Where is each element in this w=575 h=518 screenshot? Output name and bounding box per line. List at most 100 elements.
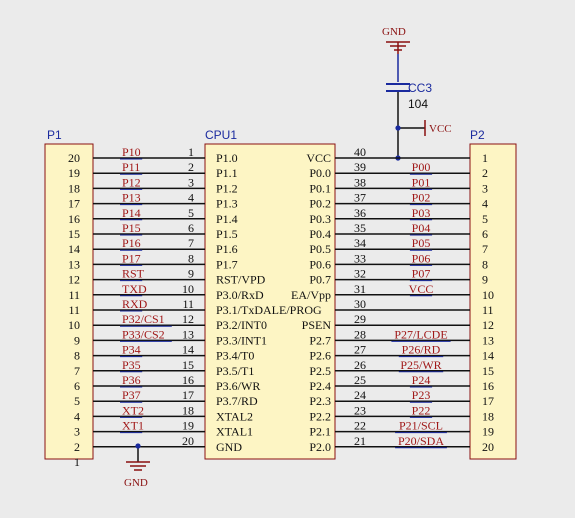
- p2-pin-number: 1: [482, 151, 488, 165]
- cpu-pin-label: P2.4: [309, 379, 331, 393]
- p1-pin-number: 4: [74, 409, 80, 423]
- p2-pin-number: 13: [482, 333, 494, 347]
- vcc-label: VCC: [429, 123, 452, 135]
- cpu-pin-number: 8: [188, 251, 194, 265]
- cpu-pin-number: 13: [182, 327, 194, 341]
- p1-pin-number: 11: [68, 303, 80, 317]
- cpu-pin-label: P0.7: [309, 273, 331, 287]
- cpu-pin-label: P3.2/INT0: [216, 318, 267, 332]
- cpu-pin-label: P1.2: [216, 181, 238, 195]
- cpu-pin-number: 18: [182, 403, 194, 417]
- cpu-pin-number: 22: [354, 419, 366, 433]
- cpu-pin-label: P1.6: [216, 242, 238, 256]
- cpu-pin-number: 10: [182, 282, 194, 296]
- p2-pin-number: 12: [482, 318, 494, 332]
- cpu-pin-number: 37: [354, 191, 366, 205]
- p1-connector-body: [44, 143, 94, 460]
- cpu-pin-label: P0.3: [309, 212, 331, 226]
- net-label: XT1: [122, 419, 144, 433]
- p2-pin-number: 4: [482, 197, 488, 211]
- cpu-pin-number: 12: [182, 312, 194, 326]
- capacitor-ref: CC3: [408, 81, 432, 95]
- cpu-pin-number: 5: [188, 206, 194, 220]
- p1-pin-number: 2: [74, 440, 80, 454]
- cpu-pin-number: 35: [354, 221, 366, 235]
- p2-pin-number: 16: [482, 379, 494, 393]
- cpu-pin-label: XTAL1: [216, 425, 253, 439]
- cpu-pin-number: 34: [354, 236, 366, 250]
- cpu-pin-number: 4: [188, 191, 194, 205]
- net-label: P22: [412, 403, 431, 417]
- cpu-pin-number: 28: [354, 327, 366, 341]
- p1-pin-number: 7: [74, 364, 80, 378]
- cpu-pin-number: 11: [182, 297, 194, 311]
- vcc-junction: [395, 125, 401, 131]
- cpu-pin-number: 29: [354, 312, 366, 326]
- cpu-pin-label: RST/VPD: [216, 273, 266, 287]
- p1-pin-number: 9: [74, 333, 80, 347]
- p2-pin-number: 5: [482, 212, 488, 226]
- cpu-pin-label: P3.7/RD: [216, 394, 258, 408]
- p2-pin-number: 7: [482, 242, 488, 256]
- gnd-bottom-label: GND: [124, 477, 148, 489]
- p2-pin-number: 18: [482, 409, 494, 423]
- p2-connector-body: [469, 143, 517, 460]
- net-label: P26/RD: [402, 343, 441, 357]
- p2-pin-number: 3: [482, 181, 488, 195]
- p2-pin-number: 8: [482, 257, 488, 271]
- cpu-pin-label: P2.5: [309, 364, 331, 378]
- p2-pin-number: 14: [482, 349, 494, 363]
- cpu-pin-label: P0.1: [309, 181, 331, 195]
- capacitor-value: 104: [408, 97, 428, 111]
- cpu-pin-label: P1.5: [216, 227, 238, 241]
- cpu-pin-label: P2.7: [309, 333, 331, 347]
- net-label: P36: [122, 373, 141, 387]
- net-label: P16: [122, 236, 141, 250]
- net-label: P23: [412, 388, 431, 402]
- p1-pin-number: 20: [68, 151, 80, 165]
- gnd-bottom-symbol: [126, 461, 150, 471]
- cpu-pin-label: P2.0: [309, 440, 331, 454]
- cpu-pin-number: 15: [182, 358, 194, 372]
- cpu-pin-label: VCC: [306, 151, 331, 165]
- cpu-pin-number: 24: [354, 388, 366, 402]
- p1-pin-number: 3: [74, 425, 80, 439]
- gnd-top-label: GND: [382, 26, 406, 38]
- cpu-pin-label: EA/Vpp: [291, 288, 331, 302]
- cpu-pin-number: 16: [182, 373, 194, 387]
- p1-pin-number: 8: [74, 349, 80, 363]
- p1-pin-number: 19: [68, 166, 80, 180]
- cpu-pin-number: 38: [354, 175, 366, 189]
- cpu-pin-number: 6: [188, 221, 194, 235]
- cpu-pin-label: P3.3/INT1: [216, 333, 267, 347]
- net-label: P37: [122, 388, 141, 402]
- net-label: P06: [412, 251, 431, 265]
- cpu-pin-number: 30: [354, 297, 366, 311]
- cpu-body: [204, 143, 336, 460]
